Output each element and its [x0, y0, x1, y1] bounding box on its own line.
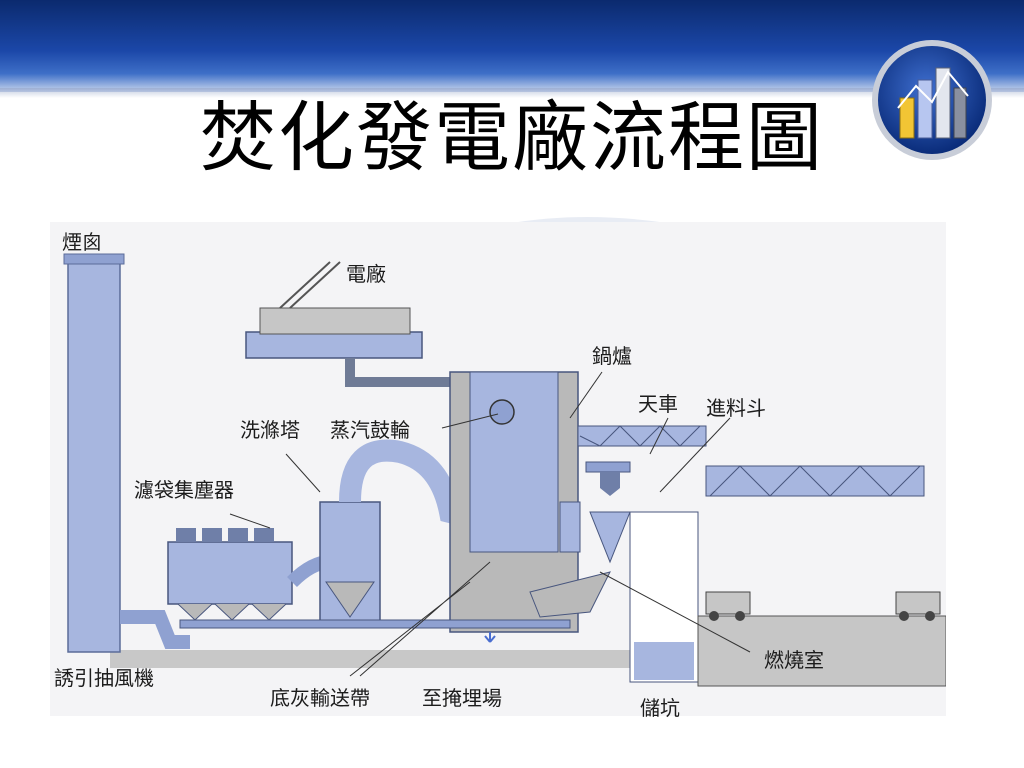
fan-duct — [120, 610, 190, 649]
leader-conveyor — [349, 561, 491, 677]
chimney-top — [63, 253, 125, 265]
banner-shadow — [0, 88, 1024, 98]
storage-pit-waste — [634, 642, 694, 680]
scrubber-cone — [325, 581, 375, 618]
power-plant-lines — [279, 261, 341, 309]
ground-slab — [110, 650, 670, 668]
bottom-ash-conveyor-belt — [179, 619, 571, 629]
garbage-truck-2-icon — [895, 591, 941, 621]
landfill-arrow-icon — [484, 632, 496, 643]
leader-boiler — [569, 371, 603, 419]
crane-grab-icon — [600, 472, 620, 496]
label-steam-drum: 蒸汽鼓輪 — [330, 418, 410, 442]
combustion-grate — [529, 571, 611, 618]
title-banner — [0, 0, 1024, 92]
leader-combustion — [599, 571, 751, 653]
label-storage-pit: 儲坑 — [640, 696, 680, 720]
label-chimney: 煙囪 — [62, 230, 102, 254]
leader-drum — [441, 413, 499, 429]
label-induced-draft-fan: 誘引抽風機 — [54, 666, 154, 690]
chart-logo-icon — [872, 40, 992, 160]
scrubber-inlet-duct — [339, 439, 493, 533]
slide-title: 焚化發電廠流程圖 — [200, 93, 824, 182]
label-combustion-chamber: 燃燒室 — [764, 648, 824, 672]
steam-drum-icon — [489, 399, 515, 425]
gantry-truss — [709, 465, 921, 497]
crane-rail — [577, 425, 707, 447]
boiler-furnace — [469, 371, 559, 553]
label-scrubber: 洗滌塔 — [240, 418, 300, 442]
tipping-floor — [697, 615, 946, 687]
bag-filter-body — [167, 541, 293, 605]
label-bottom-ash-conveyor: 底灰輸送帶 — [270, 686, 370, 710]
bag-filter-cap-2 — [202, 528, 222, 542]
crane-truss — [579, 425, 701, 447]
bag-filter-cap-3 — [228, 528, 248, 542]
label-bag-filter: 濾袋集塵器 — [134, 478, 234, 502]
bag-filter-cap-4 — [254, 528, 274, 542]
incineration-process-diagram — [50, 222, 946, 716]
label-boiler: 鍋爐 — [592, 344, 632, 368]
label-power-plant: 電廠 — [346, 262, 386, 286]
bag-filter-cap-1 — [176, 528, 196, 542]
power-plant-base — [245, 331, 423, 359]
label-to-landfill: 至掩埋場 — [422, 686, 502, 710]
bag-filter-hoppers — [177, 603, 287, 621]
feed-hopper-shape — [589, 511, 631, 564]
leader-scrubber — [285, 453, 321, 493]
boiler-pass — [559, 501, 581, 553]
crane-trolley — [585, 461, 631, 473]
power-plant-building — [259, 307, 411, 335]
leader-crane — [649, 417, 669, 455]
label-feed-hopper: 進料斗 — [706, 396, 766, 420]
garbage-truck-1-icon — [705, 591, 751, 621]
leader-filter — [229, 513, 271, 529]
chimney-shape — [67, 261, 121, 653]
label-crane: 天車 — [638, 392, 678, 416]
leader-hopper — [659, 417, 731, 493]
